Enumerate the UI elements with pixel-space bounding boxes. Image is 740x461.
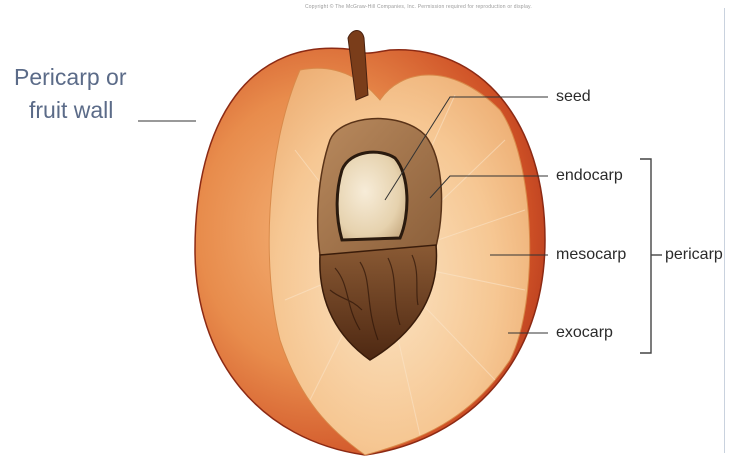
pericarp-label: pericarp xyxy=(665,247,723,263)
seed-shape xyxy=(337,152,407,240)
pericarp-label-line2: fruit wall xyxy=(29,99,113,122)
seed-label: seed xyxy=(556,89,591,105)
page-edge-rule xyxy=(724,8,725,453)
pericarp-bracket xyxy=(640,159,662,353)
endocarp-label: endocarp xyxy=(556,168,623,184)
exocarp-label: exocarp xyxy=(556,325,613,341)
mesocarp-label: mesocarp xyxy=(556,247,626,263)
pericarp-label-line1: Pericarp or xyxy=(14,66,126,89)
